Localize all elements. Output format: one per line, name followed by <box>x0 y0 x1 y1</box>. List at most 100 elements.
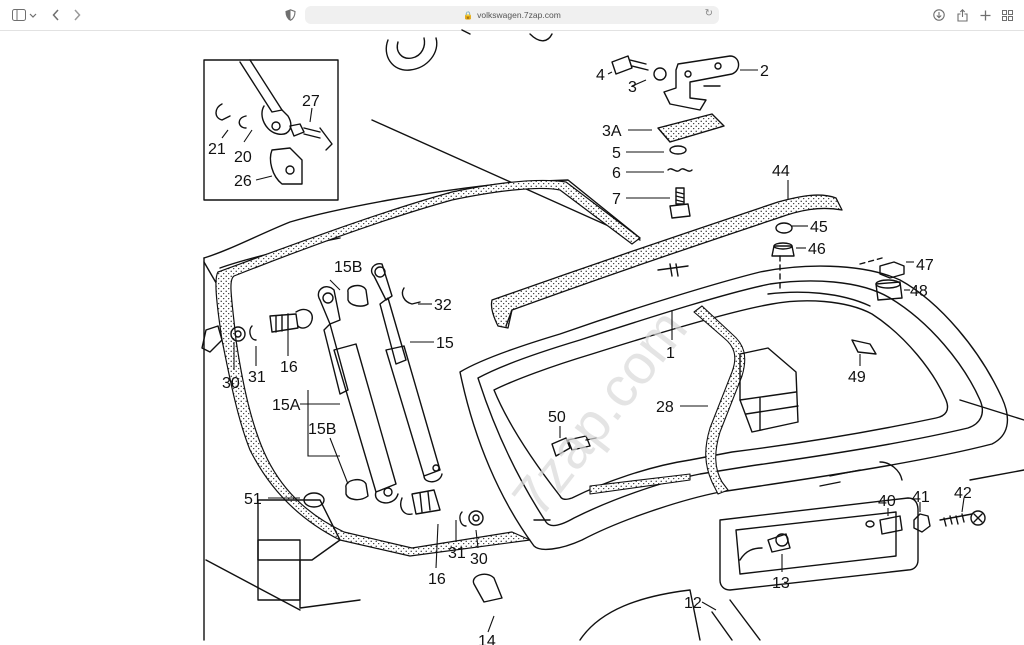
gas-strut-left <box>317 286 399 504</box>
callout-47: 47 <box>916 257 934 274</box>
callout-15a: 15A <box>272 397 301 414</box>
callout-44: 44 <box>772 163 790 180</box>
washer-5 <box>669 145 687 155</box>
seal-ring-45 <box>775 222 793 234</box>
hatch-hinge <box>663 55 740 111</box>
callout-30-upper: 30 <box>222 375 240 392</box>
callout-14: 14 <box>478 633 496 645</box>
fastener-40 <box>865 515 903 535</box>
back-button[interactable] <box>48 6 64 24</box>
spring-washer-31-lower <box>459 511 467 527</box>
callout-5: 5 <box>612 145 621 162</box>
license-plate-recess <box>719 497 919 591</box>
browser-toolbar: 🔒 volkswagen.7zap.com ↻ <box>0 0 1024 31</box>
callout-50: 50 <box>548 409 566 426</box>
shield-icon <box>284 9 296 21</box>
callout-15b-low: 15B <box>308 421 336 438</box>
callout-32: 32 <box>434 297 452 314</box>
ball-stud-lower <box>400 489 441 515</box>
url-text: volkswagen.7zap.com <box>477 10 561 20</box>
clip-15b-top <box>347 284 369 307</box>
fastener-50 <box>551 435 597 457</box>
grommet-14 <box>472 573 503 603</box>
callout-3: 3 <box>628 79 637 96</box>
callout-20: 20 <box>234 149 252 166</box>
parts-diagram: 7zap.com <box>201 29 1024 645</box>
tab-overview-button[interactable] <box>999 6 1015 24</box>
callout-4: 4 <box>596 67 605 84</box>
sidebar-icon <box>11 9 26 21</box>
callout-49: 49 <box>848 369 866 386</box>
callout-16-upper: 16 <box>280 359 298 376</box>
callout-15b-top: 15B <box>334 259 362 276</box>
callout-13: 13 <box>772 575 790 592</box>
callout-42: 42 <box>954 485 972 502</box>
callout-31-lower: 31 <box>448 545 466 562</box>
clip-32 <box>401 287 421 305</box>
chevron-left-icon <box>52 9 59 21</box>
callout-3a: 3A <box>602 123 622 140</box>
rear-spoiler <box>490 194 843 329</box>
share-icon <box>956 8 968 22</box>
callout-1: 1 <box>666 345 675 362</box>
callout-51: 51 <box>244 491 262 508</box>
tail-light <box>739 347 799 433</box>
callout-46: 46 <box>808 241 826 258</box>
lower-trim-strip <box>589 473 691 495</box>
gasket-3a <box>657 113 725 143</box>
callout-26: 26 <box>234 173 252 190</box>
cap-48 <box>875 281 903 301</box>
callout-48: 48 <box>910 283 928 300</box>
gas-strut-right <box>370 262 443 483</box>
washer-3 <box>653 67 667 81</box>
parts-diagram-page: 7zap.com <box>0 29 1024 645</box>
lock-icon: 🔒 <box>463 10 474 20</box>
callout-31-upper: 31 <box>248 369 266 386</box>
interior-seal <box>693 305 746 495</box>
callout-2: 2 <box>760 63 769 80</box>
leader-lines <box>221 69 965 633</box>
callout-12: 12 <box>684 595 702 612</box>
screw-42 <box>939 510 986 527</box>
chevron-down-icon <box>29 13 36 18</box>
forward-button[interactable] <box>69 6 85 24</box>
inset-detail-box <box>203 59 339 201</box>
chevron-right-icon <box>74 9 81 21</box>
callout-16-lower: 16 <box>428 571 446 588</box>
bolt-7 <box>669 187 691 219</box>
share-button[interactable] <box>954 6 970 24</box>
reload-icon[interactable]: ↻ <box>704 8 713 19</box>
callout-15: 15 <box>436 335 454 352</box>
bolt-4 <box>611 55 649 75</box>
spring-washer-6 <box>667 168 693 172</box>
sidebar-toggle-button[interactable] <box>10 6 38 24</box>
washer-30-lower <box>468 510 484 526</box>
ball-stud-upper <box>269 308 313 333</box>
tabs-grid-icon <box>1001 9 1013 21</box>
top-wheel-part <box>385 29 553 71</box>
nut-47 <box>879 261 905 279</box>
left-lamp-area <box>205 499 361 611</box>
spacer-46 <box>771 245 795 257</box>
clip-49 <box>851 339 877 355</box>
callout-labels: 2 4 3 3A 5 6 7 44 45 46 47 48 49 1 28 50… <box>208 63 972 645</box>
inset-strut-end <box>215 59 333 185</box>
bulb-holder-13 <box>767 533 791 553</box>
address-bar[interactable]: 🔒 volkswagen.7zap.com ↻ <box>305 6 719 24</box>
new-tab-button[interactable] <box>977 6 993 24</box>
callout-28: 28 <box>656 399 674 416</box>
callout-40: 40 <box>878 493 896 510</box>
privacy-report-button[interactable] <box>282 6 298 24</box>
hatch-seal <box>215 179 641 557</box>
download-icon <box>933 9 945 21</box>
callout-45: 45 <box>810 219 828 236</box>
callout-6: 6 <box>612 165 621 182</box>
callout-30-lower: 30 <box>470 551 488 568</box>
spring-washer-31-upper <box>249 325 257 341</box>
callout-41: 41 <box>912 489 930 506</box>
lower-body <box>579 589 701 641</box>
callout-27: 27 <box>302 93 320 110</box>
washer-41 <box>913 513 931 533</box>
plus-icon <box>980 10 990 20</box>
downloads-button[interactable] <box>931 6 947 24</box>
